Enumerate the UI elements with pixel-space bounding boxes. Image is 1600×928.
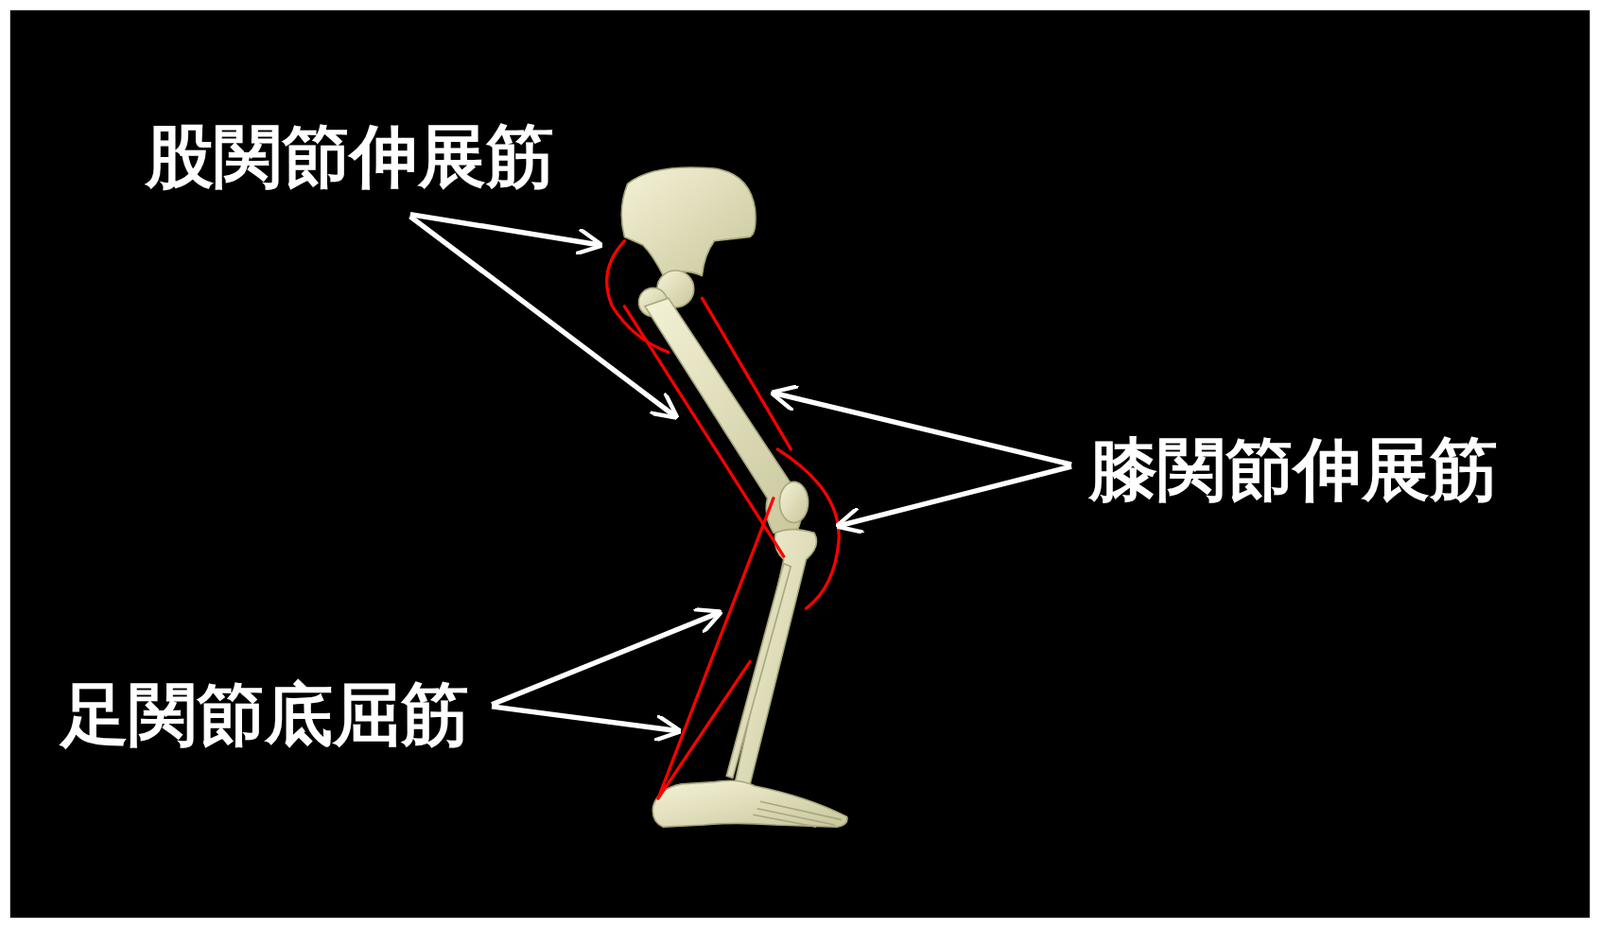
leader-arrow [491,706,679,731]
muscle-label: 膝関節伸展筋 [1089,432,1498,507]
gastrocnemius-line [658,498,774,799]
leader-arrow [838,466,1072,526]
muscle-label: 足関節底屈筋 [60,677,470,752]
femur [644,297,801,533]
patella [779,481,808,522]
toe-bones [752,800,842,827]
hamstring-line [624,306,783,557]
rectus-femoris-line [701,297,791,450]
leader-arrow [491,612,720,705]
leader-arrows [410,214,1072,731]
vasti-line [777,449,839,609]
foot [652,780,848,827]
leader-arrow [410,216,677,418]
pelvis [621,167,756,276]
muscle-label: 股関節伸展筋 [145,119,555,194]
leader-arrow [773,392,1072,465]
gluteus-line [607,241,669,353]
muscle-lines [607,241,839,799]
background [10,10,1590,918]
